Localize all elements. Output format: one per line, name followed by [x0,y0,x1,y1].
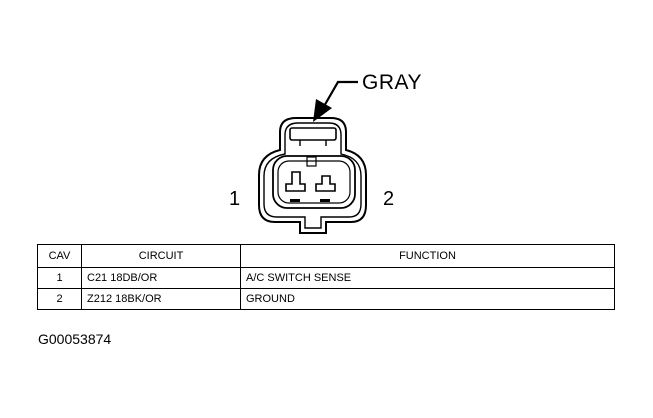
cell-function: A/C SWITCH SENSE [240,267,615,289]
cell-circuit: Z212 18BK/OR [81,288,241,310]
color-leader-arrow [313,80,358,122]
table-row: 1 C21 18DB/OR A/C SWITCH SENSE [37,267,615,289]
cavity-2-terminal [315,175,336,202]
cell-circuit: C21 18DB/OR [81,267,241,289]
cell-cav: 1 [37,267,82,289]
header-circuit: CIRCUIT [81,244,241,268]
connector-housing [258,117,367,234]
cell-cav: 2 [37,288,82,310]
figure-id: G00053874 [38,331,112,347]
header-function: FUNCTION [240,244,615,268]
wire-color-label: GRAY [362,71,422,94]
connector-diagram [258,80,367,234]
table-header-row: CAV CIRCUIT FUNCTION [37,244,615,268]
cell-function: GROUND [240,288,615,310]
cavity-2-label: 2 [383,188,395,210]
pinout-table: CAV CIRCUIT FUNCTION 1 C21 18DB/OR A/C S… [37,244,615,310]
cavity-1-terminal [285,171,306,202]
table-row: 2 Z212 18BK/OR GROUND [37,288,615,310]
header-cav: CAV [37,244,82,268]
cavity-1-label: 1 [229,188,241,210]
